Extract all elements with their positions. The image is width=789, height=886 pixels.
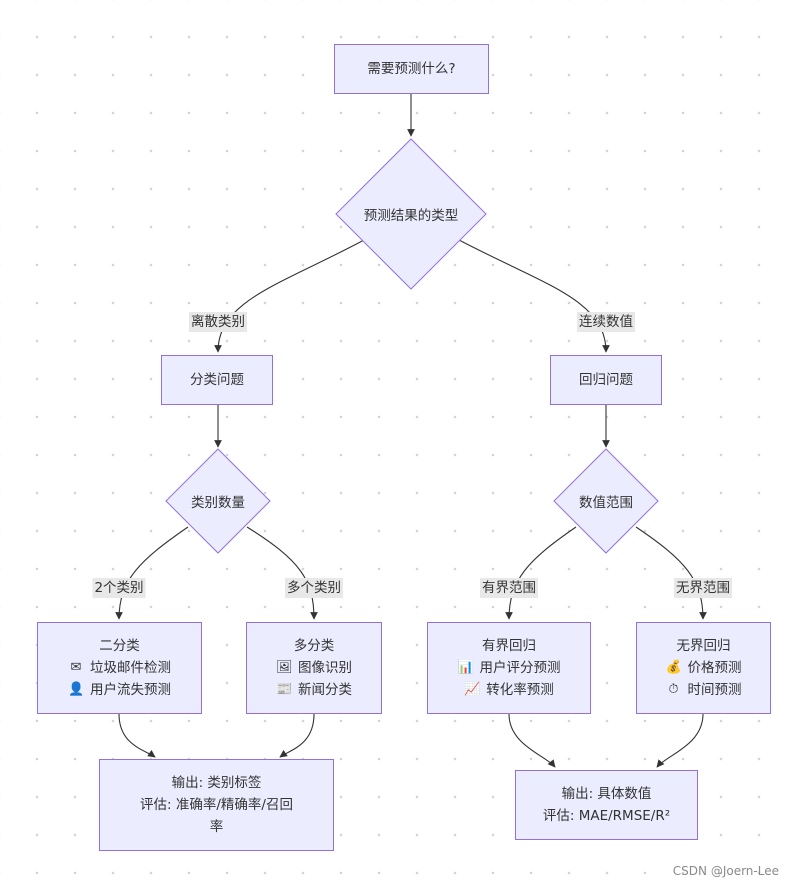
bounded-item: 📈 转化率预测 <box>464 679 554 701</box>
decision-diamond-range <box>553 448 659 554</box>
unbounded-item: ⏱ 时间预测 <box>666 679 742 701</box>
class-output-line: 率 <box>209 819 224 835</box>
unbounded-item-text: 时间预测 <box>687 682 742 698</box>
decision-diamond-count <box>165 448 271 554</box>
edge-label-bounded: 有界范围 <box>480 578 538 598</box>
unbounded-item: 💰 价格预测 <box>666 657 742 679</box>
image-icon: 🖼 <box>276 660 293 675</box>
regression-node: 回归问题 <box>550 355 662 405</box>
multiclass-item-text: 图像识别 <box>298 660 352 676</box>
bounded-item-text: 转化率预测 <box>486 682 554 698</box>
bounded-item: 📊 用户评分预测 <box>458 657 561 679</box>
bounded-title: 有界回归 <box>482 638 536 654</box>
edge-range-to-unbounded <box>635 526 707 620</box>
classification-output-node: 输出: 类别标签 评估: 准确率/精确率/召回 率 <box>99 759 334 851</box>
edge-count-to-multiclass <box>246 526 318 620</box>
bounded-regression-node: 有界回归 📊 用户评分预测 📈 转化率预测 <box>427 622 591 714</box>
classification-node-label: 分类问题 <box>190 372 244 388</box>
binary-item: ✉ 垃圾邮件检测 <box>68 657 171 679</box>
money-bag-icon: 💰 <box>665 660 682 675</box>
edge-count-to-binary <box>115 526 189 620</box>
stopwatch-icon: ⏱ <box>668 682 679 697</box>
trend-chart-icon: 📈 <box>464 682 481 697</box>
person-icon: 👤 <box>68 682 85 697</box>
class-output-line: 评估: 准确率/精确率/召回 <box>140 797 293 813</box>
regression-node-label: 回归问题 <box>579 372 633 388</box>
edge-type-to-classification <box>214 239 365 353</box>
regression-output-node: 输出: 具体数值 评估: MAE/RMSE/R² <box>515 770 698 840</box>
multiclass-item: 🖼 图像识别 <box>276 657 352 679</box>
binary-title: 二分类 <box>99 638 140 654</box>
envelope-icon: ✉ <box>70 660 82 675</box>
classification-node: 分类问题 <box>161 355 273 405</box>
class-output-line: 输出: 类别标签 <box>171 775 262 791</box>
reg-output-line: 评估: MAE/RMSE/R² <box>542 808 671 824</box>
predict-type-label: 预测结果的类型 <box>363 208 459 224</box>
edge-label-multi-classes: 多个类别 <box>285 578 343 598</box>
reg-output-line: 输出: 具体数值 <box>561 786 652 802</box>
edge-label-continuous: 连续数值 <box>577 312 635 332</box>
edge-type-to-regression <box>458 239 610 353</box>
edge-bounded-to-output <box>508 713 556 768</box>
binary-classification-node: 二分类 ✉ 垃圾邮件检测 👤 用户流失预测 <box>37 622 202 714</box>
multiclass-item: 📰 新闻分类 <box>276 679 352 701</box>
multiclass-node: 多分类 🖼 图像识别 📰 新闻分类 <box>246 622 382 714</box>
unbounded-regression-node: 无界回归 💰 价格预测 ⏱ 时间预测 <box>636 622 771 714</box>
unbounded-item-text: 价格预测 <box>687 660 742 676</box>
bar-chart-icon: 📊 <box>457 660 474 675</box>
multiclass-title: 多分类 <box>293 638 335 654</box>
bounded-item-text: 用户评分预测 <box>479 660 561 676</box>
edge-range-to-bounded <box>505 526 577 620</box>
edge-label-two-classes: 2个类别 <box>92 578 146 598</box>
binary-item: 👤 用户流失预测 <box>68 679 171 701</box>
binary-item-text: 垃圾邮件检测 <box>90 660 171 676</box>
start-node: 需要预测什么? <box>334 44 489 94</box>
edge-label-unbounded: 无界范围 <box>674 578 732 598</box>
edge-label-discrete: 离散类别 <box>189 312 247 332</box>
edge-binary-to-output <box>118 713 156 758</box>
class-count-label: 类别数量 <box>191 495 245 511</box>
start-node-label: 需要预测什么? <box>367 61 456 77</box>
watermark: CSDN @Joern-Lee <box>672 864 779 878</box>
decision-diamond-type <box>335 138 487 290</box>
newspaper-icon: 📰 <box>276 682 293 697</box>
value-range-label: 数值范围 <box>579 495 633 511</box>
edge-multiclass-to-output <box>279 713 315 758</box>
unbounded-title: 无界回归 <box>676 638 731 654</box>
binary-item-text: 用户流失预测 <box>90 682 171 698</box>
multiclass-item-text: 新闻分类 <box>298 682 352 698</box>
edge-unbounded-to-output <box>656 713 704 768</box>
